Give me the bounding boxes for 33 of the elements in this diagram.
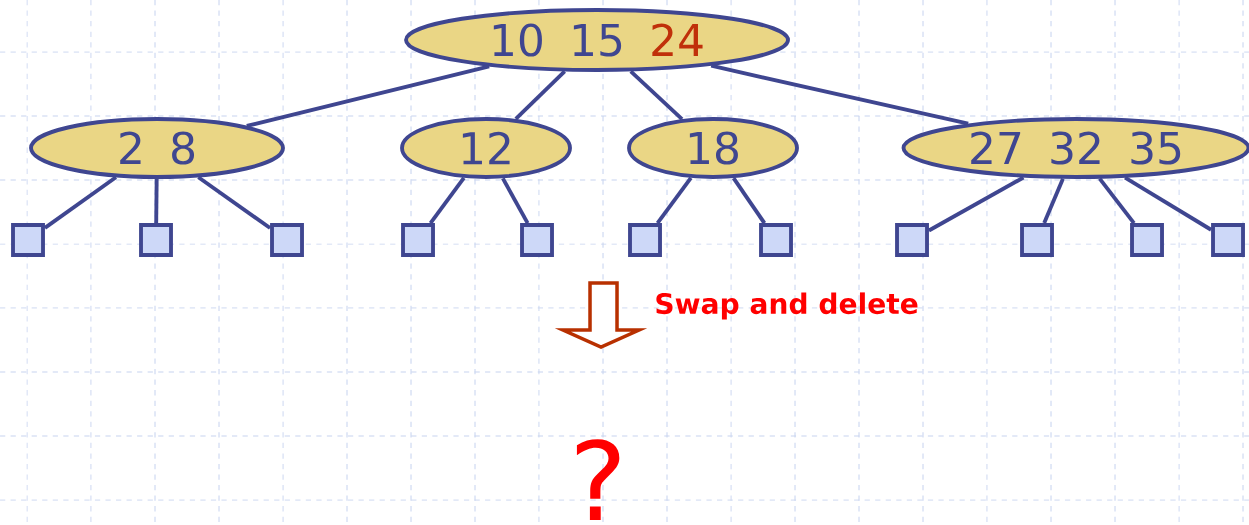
note-text: Swap and delete (656, 292, 918, 320)
leaf-square (139, 223, 173, 257)
tree-edge (1124, 176, 1213, 232)
tree-edge (1042, 178, 1065, 224)
tree-edge (428, 176, 466, 225)
leaf-square (759, 223, 793, 257)
leaf-square (1211, 223, 1245, 257)
key-node: 27 32 35 (901, 117, 1249, 179)
tree-edge (928, 175, 1025, 233)
tree-edge (514, 70, 566, 121)
leaf-square (11, 223, 45, 257)
leaf-square (1130, 223, 1164, 257)
leaf-square (270, 223, 304, 257)
key-node: 18 (627, 117, 799, 179)
question-mark: ? (576, 439, 620, 520)
tree-edge (43, 175, 118, 230)
leaf-square (895, 223, 929, 257)
tree-edge (246, 64, 490, 128)
tree-edge (629, 70, 684, 121)
leaf-square (1020, 223, 1054, 257)
leaf-square (628, 223, 662, 257)
tree-edge (1098, 177, 1136, 225)
tree-edge (501, 177, 530, 224)
tree-edge (154, 178, 159, 224)
tree-edge (197, 175, 272, 230)
tree-edge (732, 176, 766, 225)
key-node: 2 8 (29, 117, 285, 179)
leaf-square (520, 223, 554, 257)
tree-edge (655, 176, 693, 225)
leaf-square (401, 223, 435, 257)
key-node: 12 (400, 117, 572, 179)
tree-edge (710, 63, 969, 126)
key-node: 10 15 24 (404, 8, 790, 72)
